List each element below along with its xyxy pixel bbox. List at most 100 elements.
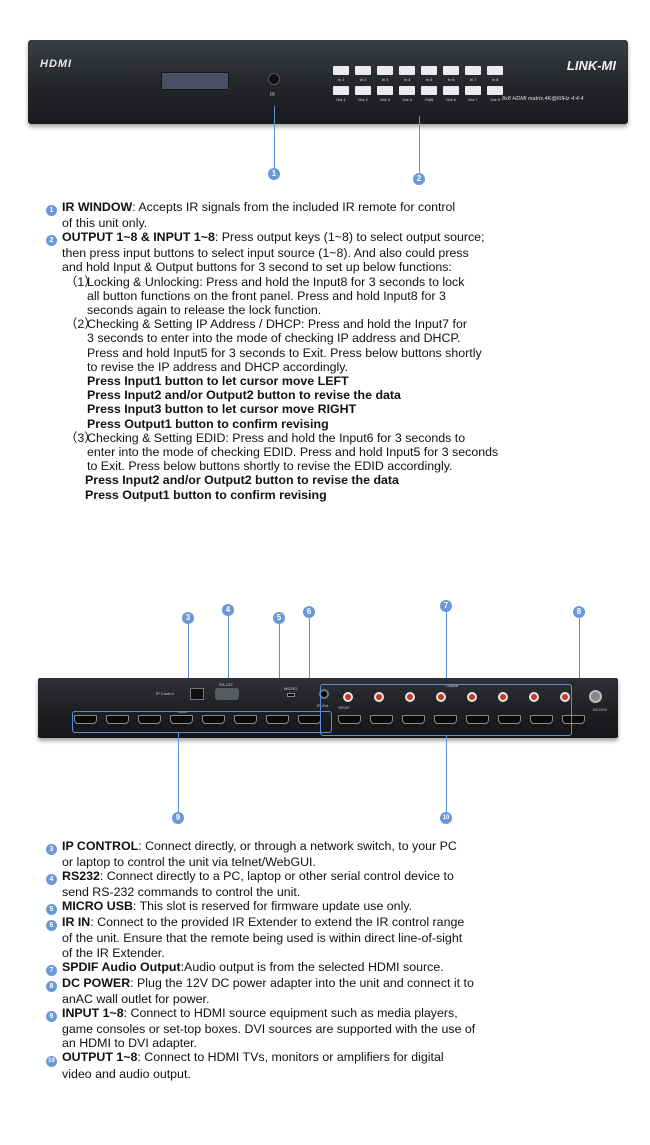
spdif-port (343, 692, 353, 702)
hdmi-input-port (202, 715, 225, 724)
output-label: Output (446, 683, 459, 688)
input-label: In 8 (491, 77, 499, 82)
instruction-text: Press Input2 and/or Output2 button to re… (87, 388, 401, 403)
item-text: then press input buttons to select input… (62, 246, 469, 261)
sub-text: Checking & Setting IP Address / DHCP: Pr… (87, 317, 467, 332)
input-button (465, 66, 481, 75)
item-text: : Press output keys (1~8) to select outp… (214, 230, 485, 245)
callout-line (188, 624, 189, 688)
callout-marker-6: 6 (303, 606, 315, 618)
hdmi-output-port (338, 715, 361, 724)
input-label: In 5 (425, 77, 433, 82)
spdif-label: SPDIF (338, 705, 350, 710)
instruction-text: Press Input2 and/or Output2 button to re… (85, 473, 399, 488)
output-button (333, 86, 349, 95)
input-label: In 1 (337, 77, 345, 82)
item-text: of the unit. Ensure that the remote bein… (62, 931, 463, 946)
item-text: : Connect to the provided IR Extender to… (90, 915, 465, 930)
output-label: Out5 (424, 97, 434, 102)
sub-text: to Exit. Press below buttons shortly to … (87, 459, 453, 474)
rs232-port (215, 688, 239, 700)
callout-line (274, 106, 275, 168)
output-label: Out 4 (402, 97, 412, 102)
spdif-port (498, 692, 508, 702)
output-label: Out 3 (380, 97, 390, 102)
hdmi-input-port (74, 715, 97, 724)
item-text: send RS-232 commands to control the unit… (62, 885, 301, 900)
hdmi-output-ports (338, 715, 585, 724)
spdif-port (436, 692, 446, 702)
rear-panel: IP Control RS-232 MICRO IR-Ext Output SP… (38, 678, 618, 738)
hdmi-output-port (402, 715, 425, 724)
item-text: : Connect directly to a PC, laptop or ot… (99, 869, 454, 884)
item-text: :Audio output is from the selected HDMI … (180, 959, 444, 974)
callout-marker-9: 9 (172, 812, 184, 824)
callout-marker-4: 4 (222, 604, 234, 616)
output-button (465, 86, 481, 95)
instruction-text: Press Input1 button to let cursor move L… (87, 374, 349, 389)
output-button (443, 86, 459, 95)
callout-marker-2: 2 (413, 173, 425, 185)
hdmi-output-port (370, 715, 393, 724)
output-button (355, 86, 371, 95)
item-title: MICRO USB (62, 899, 133, 914)
spdif-port (467, 692, 477, 702)
hdmi-input-port (266, 715, 289, 724)
item-title: OUTPUT 1~8 (62, 1050, 138, 1065)
number-badge: 4 (46, 874, 57, 886)
rear-panel-figure: 3 4 5 6 7 8 IP Control RS-232 MICRO IR-E… (30, 598, 630, 828)
sub-text: all button functions on the front panel.… (87, 288, 446, 303)
hdmi-input-port (234, 715, 257, 724)
ip-control-label: IP Control (156, 691, 174, 696)
item-text: : Connect to HDMI source equipment such … (123, 1006, 458, 1021)
sub-item-3: （3）Checking & Setting EDID: Press and ho… (45, 431, 645, 502)
callout-line (446, 736, 447, 816)
callout-marker-1: 1 (268, 168, 280, 180)
callout-marker-8: 8 (573, 606, 585, 618)
item-text: : This slot is reserved for firmware upd… (132, 899, 413, 914)
callout-line (228, 616, 229, 684)
item-text: video and audio output. (62, 1067, 191, 1082)
item-text: of the IR Extender. (62, 945, 165, 960)
output-button-row (333, 86, 509, 95)
output-button (377, 86, 393, 95)
callout-marker-7: 7 (440, 600, 452, 612)
item-title: IR IN (62, 915, 91, 930)
sub-text: to revise the IP address and DHCP accord… (87, 359, 349, 374)
input-button-row (333, 66, 509, 75)
ir-window (268, 73, 280, 85)
input-button (333, 66, 349, 75)
output-button (487, 86, 503, 95)
item-title: INPUT 1~8 (62, 1006, 124, 1021)
number-badge: 7 (46, 964, 57, 976)
item-title: IP CONTROL (62, 839, 139, 853)
item-text: : Connect to HDMI TVs, monitors or ampli… (137, 1050, 444, 1065)
input-label: In 3 (381, 77, 389, 82)
micro-usb-port (287, 693, 295, 697)
hdmi-output-port (530, 715, 553, 724)
micro-usb-label: MICRO (284, 686, 298, 691)
callout-marker-10: 10 (440, 812, 452, 824)
callout-line (579, 618, 580, 688)
output-button (399, 86, 415, 95)
callout-line (446, 612, 447, 680)
item-text: : Accepts IR signals from the included I… (132, 200, 456, 214)
output-ports-highlight (320, 684, 572, 736)
input-button (487, 66, 503, 75)
ip-control-port (190, 688, 204, 700)
item-text: : Plug the 12V DC power adapter into the… (130, 975, 474, 990)
sub-number: （1） (65, 274, 97, 289)
hdmi-output-port (466, 715, 489, 724)
sub-text: enter into the mode of checking EDID. Pr… (87, 445, 499, 460)
number-badge: 1 (46, 205, 57, 216)
